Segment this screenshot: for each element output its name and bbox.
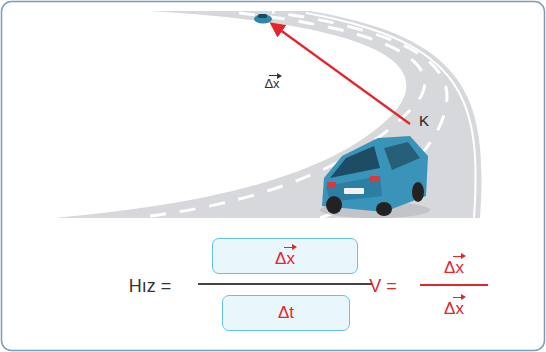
denominator-box: Δt: [222, 295, 350, 331]
box-text: Δt: [278, 303, 294, 323]
formula-term: Δx: [444, 294, 464, 319]
fraction-bar: [420, 284, 488, 286]
car: [320, 136, 430, 218]
numerator-box: Δx: [212, 238, 358, 274]
fraction-bar: [198, 283, 372, 285]
formula-label: Hız =: [129, 276, 172, 297]
road: [55, 11, 482, 218]
road-edge: [62, 13, 399, 214]
road-scene: [55, 11, 482, 218]
point-label: K: [419, 112, 429, 129]
far-car: [254, 14, 272, 24]
vector-label: Δx: [264, 72, 279, 92]
displacement-arrow: [272, 24, 410, 124]
formula-term: Δx: [444, 253, 464, 278]
formula-label: V =: [369, 276, 397, 297]
lane-line: [272, 12, 447, 218]
road-edge: [306, 13, 476, 218]
box-text: Δx: [275, 244, 295, 269]
